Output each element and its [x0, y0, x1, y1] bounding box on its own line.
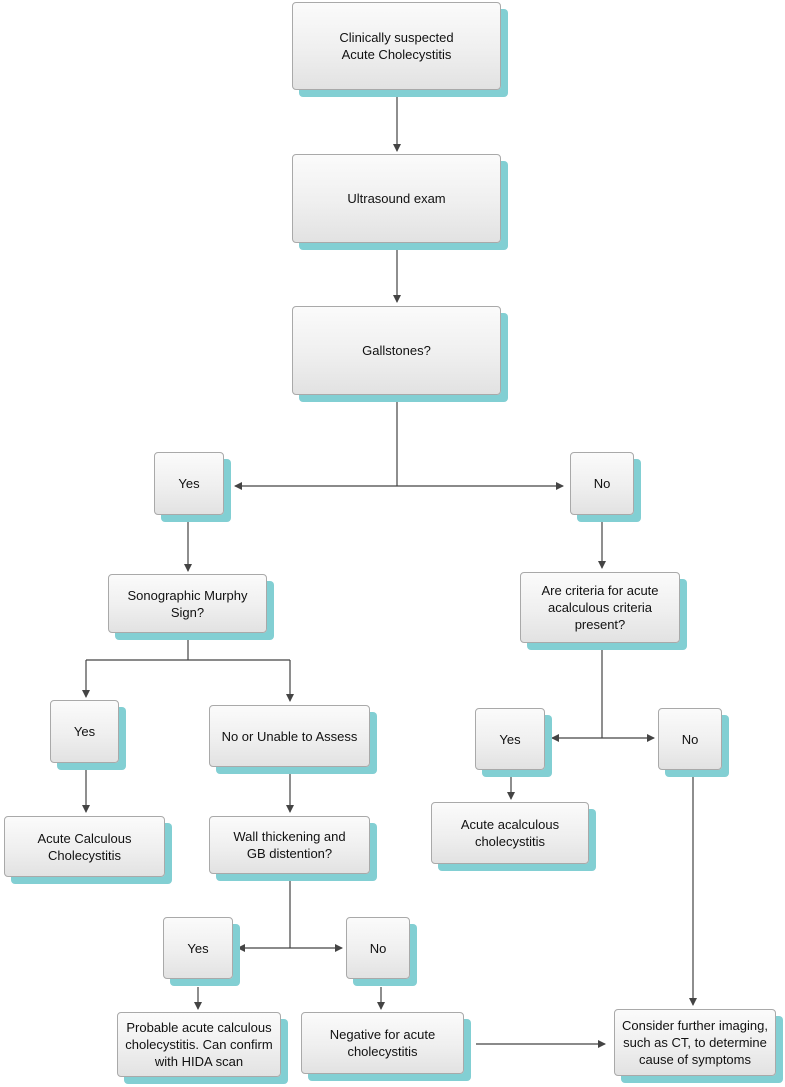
node-clinically-suspected: Clinically suspected Acute Cholecystitis [292, 2, 501, 90]
node-ultrasound-exam: Ultrasound exam [292, 154, 501, 243]
node-probable-calculous: Probable acute calculous cholecystitis. … [117, 1012, 281, 1077]
node-criteria-no: No [658, 708, 722, 770]
node-acute-acalculous: Acute acalculous cholecystitis [431, 802, 589, 864]
node-wall-no: No [346, 917, 410, 979]
node-gallstones-no: No [570, 452, 634, 515]
node-wall-thickening: Wall thickening and GB distention? [209, 816, 370, 874]
node-gallstones: Gallstones? [292, 306, 501, 395]
node-acalculous-criteria: Are criteria for acute acalculous criter… [520, 572, 680, 643]
node-criteria-yes: Yes [475, 708, 545, 770]
node-wall-yes: Yes [163, 917, 233, 979]
node-gallstones-yes: Yes [154, 452, 224, 515]
node-further-imaging: Consider further imaging, such as CT, to… [614, 1009, 776, 1076]
node-acute-calculous: Acute Calculous Cholecystitis [4, 816, 165, 877]
node-unable-to-assess: No or Unable to Assess [209, 705, 370, 767]
node-murphy-yes: Yes [50, 700, 119, 763]
node-negative-acute: Negative for acute cholecystitis [301, 1012, 464, 1074]
node-sonographic-murphy: Sonographic Murphy Sign? [108, 574, 267, 633]
